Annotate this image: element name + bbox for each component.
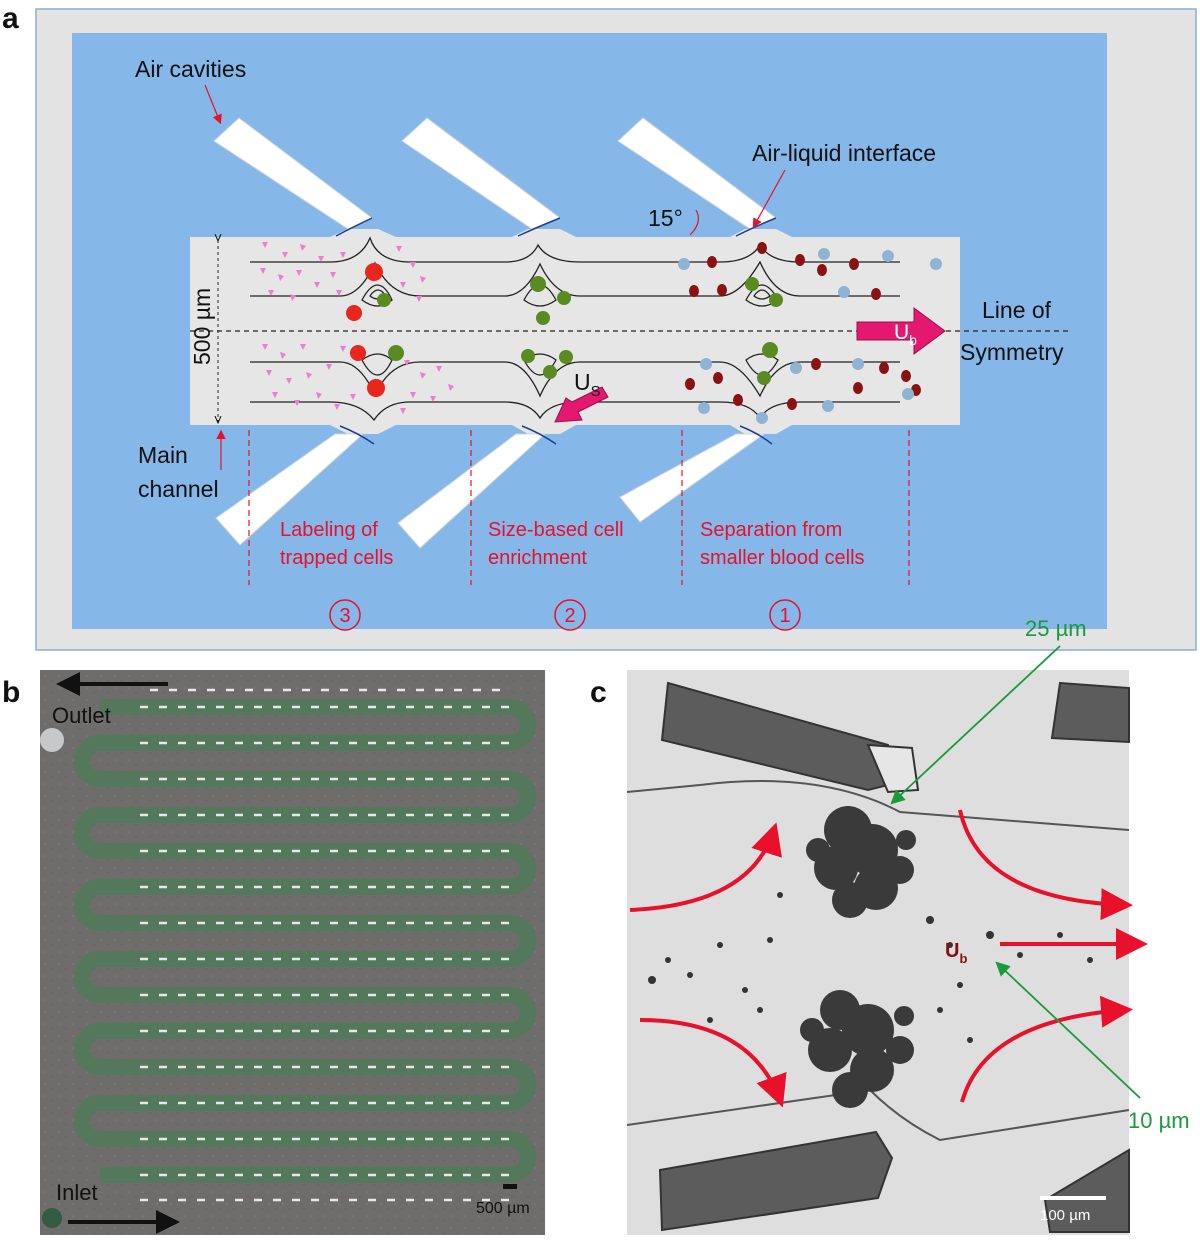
- region-3-number-circle: [329, 599, 361, 631]
- width-label: 500 µm: [189, 288, 215, 365]
- main-channel-label-2: channel: [138, 476, 219, 502]
- region-1-number-circle: [769, 599, 801, 631]
- small-cells: [648, 892, 1093, 1043]
- width-dimension: 500 µm: [189, 240, 218, 422]
- panel-a: a: [2, 2, 1197, 651]
- cavity-top-left-interface: [866, 743, 920, 794]
- air-cavities-top: [213, 117, 777, 237]
- region-3-line-2: trapped cells: [280, 547, 393, 569]
- cavity-top-right: [1050, 681, 1130, 744]
- us-arrow: US: [554, 369, 609, 423]
- ub-label: Ub: [894, 321, 917, 348]
- labeling-molecules: [260, 242, 454, 414]
- cavity-bottom-right: [1043, 1148, 1130, 1233]
- panel-c-letter: c: [590, 676, 607, 709]
- line-of-symmetry-label-1: Line of: [982, 297, 1052, 323]
- angle-arc: [689, 209, 700, 236]
- label-25um: 25 µm: [1025, 616, 1087, 641]
- blood-cells: [678, 242, 942, 424]
- scale-bar-c: [1040, 1196, 1106, 1200]
- region-2-number-circle: [554, 599, 586, 631]
- region-3-line-1: Labeling of: [280, 519, 378, 541]
- angle-label: 15°: [648, 205, 683, 231]
- channel-cavities: [140, 688, 510, 1202]
- region-3-number: 3: [339, 605, 350, 627]
- inlet-label: Inlet: [56, 1180, 98, 1205]
- air-liquid-interface-pointer: [752, 169, 786, 229]
- serpentine-channel: [74, 699, 536, 1183]
- panel-c: c: [590, 616, 1190, 1235]
- cavity-top-left: [660, 681, 902, 792]
- region-1-line-1: Separation from: [700, 519, 842, 541]
- trapped-cluster-top: [806, 806, 916, 918]
- ub-arrow: Ub: [856, 307, 946, 355]
- panel-b-letter: b: [2, 676, 20, 709]
- cavity-bottom-left: [658, 1130, 894, 1232]
- flow-arrows: [629, 809, 1148, 1108]
- main-channel-label-1: Main: [138, 442, 188, 468]
- ub-label-c: Ub: [945, 940, 967, 966]
- outlet-label: Outlet: [52, 703, 111, 728]
- region-2-number: 2: [564, 605, 575, 627]
- panel-a-letter: a: [2, 2, 19, 35]
- region-1-line-2: smaller blood cells: [700, 547, 865, 569]
- region-2: Size-based cell enrichment 2: [488, 519, 624, 631]
- inlet-port: [42, 1208, 62, 1228]
- upper-wall: [626, 780, 1130, 831]
- air-liquid-interface-label: Air-liquid interface: [752, 140, 936, 166]
- line-of-symmetry-label-2: Symmetry: [960, 339, 1064, 365]
- air-cavities-label: Air cavities: [135, 56, 246, 82]
- lower-wall: [626, 1088, 1130, 1142]
- region-2-line-2: enrichment: [488, 547, 587, 569]
- air-cavities-pointer: [204, 84, 222, 125]
- trapped-cells: [346, 263, 783, 397]
- pointer-25um: [890, 645, 1061, 805]
- label-10um: 10 µm: [1128, 1108, 1190, 1133]
- region-dividers: [248, 430, 910, 585]
- outlet-port: [40, 728, 64, 752]
- region-1: Separation from smaller blood cells 1: [700, 519, 865, 631]
- region-3: Labeling of trapped cells 3: [280, 519, 393, 631]
- scale-label-b: 500 µm: [476, 1200, 530, 1217]
- panel-b: b Outlet Inlet 5: [2, 670, 545, 1235]
- region-1-number: 1: [779, 605, 790, 627]
- us-label: US: [574, 369, 601, 400]
- scale-label-c: 100 µm: [1040, 1207, 1090, 1224]
- region-2-line-1: Size-based cell: [488, 519, 624, 541]
- pointer-10um: [995, 961, 1141, 1099]
- trapped-cluster-bottom: [800, 990, 914, 1108]
- scale-bar-b: [503, 1184, 517, 1189]
